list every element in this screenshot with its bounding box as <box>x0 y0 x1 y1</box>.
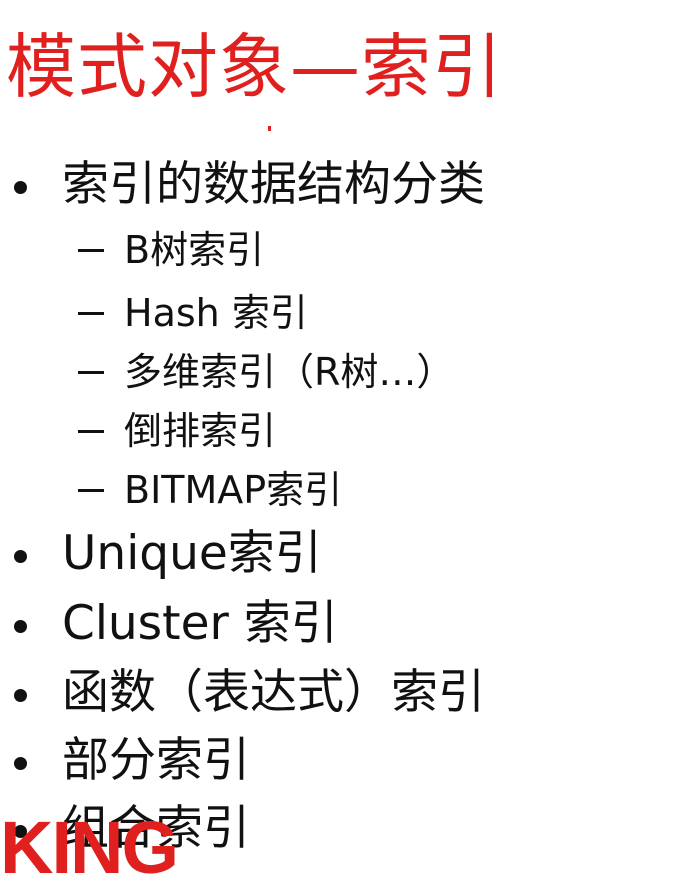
dash-icon <box>78 249 104 252</box>
dash-icon <box>78 312 104 315</box>
bullet-dot-icon <box>14 181 27 194</box>
dash-icon <box>78 430 104 433</box>
bullet-text: Cluster 索引 <box>62 596 338 651</box>
sub-item-text: B树索引 <box>124 228 265 272</box>
bullet-dot-icon <box>14 689 27 702</box>
dash-icon <box>78 371 104 374</box>
sub-item-text: 多维索引（R树…） <box>124 350 455 394</box>
cursor-mark <box>268 126 271 131</box>
brand-logo: KING <box>0 806 179 889</box>
bullet-dot-icon <box>14 757 27 770</box>
bullet-text: Unique索引 <box>62 526 322 581</box>
sub-item-text: Hash 索引 <box>124 291 308 335</box>
bullet-text: 组合索引 <box>62 801 250 856</box>
sub-item-text: BITMAP索引 <box>124 468 343 512</box>
bullet-dot-icon <box>14 550 27 563</box>
slide-title: 模式对象—索引 <box>6 26 503 108</box>
dash-icon <box>78 489 104 492</box>
bullet-text: 索引的数据结构分类 <box>62 157 485 212</box>
bullet-text: 部分索引 <box>62 733 250 788</box>
sub-item-text: 倒排索引 <box>124 409 277 453</box>
bullet-dot-icon <box>14 825 27 838</box>
bullet-text: 函数（表达式）索引 <box>62 665 485 720</box>
bullet-dot-icon <box>14 620 27 633</box>
